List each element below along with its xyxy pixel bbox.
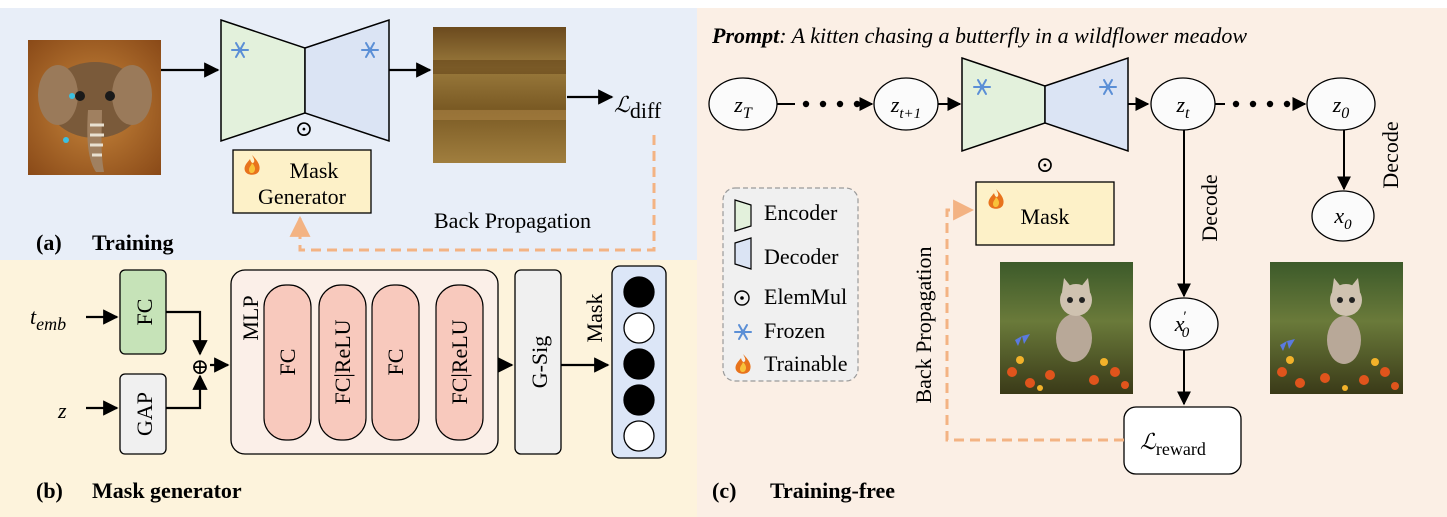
noise-output-image [433,27,566,163]
node-zT [708,77,778,131]
back-propagation-path-a [289,135,656,252]
panel-b-letter: (b) [36,478,63,503]
ellipsis-dots [1232,100,1291,108]
legend-label: Trainable [764,351,848,376]
decoder-icon [734,237,752,270]
elemmul-icon [734,290,750,306]
mlp-label: MLP [238,295,263,340]
gsig-label: G-Sig [527,336,552,389]
loss-reward: ℒreward [1140,429,1206,459]
mask-bit [623,420,655,452]
arrow-gap-to-sum [166,374,208,410]
mask-vector-label: Mask [582,294,607,343]
legend [722,187,859,382]
mask-generator-line2: Generator [258,184,347,209]
legend-label: Encoder [764,200,838,225]
mask-box-c-label: Mask [1021,204,1070,229]
mask-bits [623,276,655,452]
mlp-layer [318,284,367,441]
back-propagation-path-c [945,199,1124,442]
panel-b-title: Mask generator [92,478,242,503]
node-zT-label: zT [733,92,753,122]
back-propagation-label-c: Back Propagation [911,246,936,403]
elephant-image [28,40,161,175]
elemmul-symbol-c: ⊙ [1036,152,1054,177]
kitten-image-xt [1000,262,1133,394]
input-z: z [57,398,67,423]
gap-box-label: GAP [132,392,157,436]
node-x0-label: x0 [1333,203,1352,233]
mask-bit [623,312,655,344]
mlp-layer-label: FC|ReLU [447,319,472,404]
mask-bit [623,276,655,308]
mlp-layer [263,284,312,441]
node-zt1-label: zt+1 [890,92,921,122]
elemmul-symbol-a: ⊙ [295,116,313,141]
mlp-layer [371,284,420,441]
gap-box [119,373,167,455]
kitten-image-x0 [1270,262,1403,394]
panel-c-title: Training-free [770,478,895,503]
prompt-line: Prompt: A kitten chasing a butterfly in … [711,23,1247,48]
panel-a-letter: (a) [36,230,62,255]
panel-a-title: Training [92,230,174,255]
node-z0 [1306,77,1376,131]
mlp-layer-label: FC [275,349,300,376]
mask-generator-line1: Mask [290,158,339,183]
ellipsis-dots [802,100,861,108]
node-x0 [1311,190,1375,242]
panel-c-letter: (c) [712,478,736,503]
mask-bit [623,384,655,416]
input-t-emb: temb [30,304,66,334]
gsig-box [514,269,562,455]
node-z0-label: z0 [1332,92,1350,122]
back-propagation-label-a: Back Propagation [434,208,591,233]
legend-label: ElemMul [764,284,847,309]
mask-bit [623,348,655,380]
legend-label: Frozen [764,318,825,343]
decoder-block-c [1044,56,1129,153]
decode-label-zt: Decode [1197,174,1222,241]
mlp-layer-label: FC|ReLU [330,319,355,404]
loss-diff: ℒdiff [614,92,662,123]
sum-symbol: ⊕ [191,354,209,379]
fc-box-label: FC [132,299,157,326]
mlp-layer [435,284,484,441]
encoder-icon [734,199,752,232]
node-zt1 [873,77,939,131]
legend-label: Decoder [764,244,839,269]
arrow-fc-to-sum [166,310,208,356]
mlp-layer-label: FC [383,349,408,376]
decode-label-z0: Decode [1378,121,1403,188]
node-x0-prime-label: x′0 [1174,309,1190,341]
node-zt-label: zt [1175,92,1190,122]
